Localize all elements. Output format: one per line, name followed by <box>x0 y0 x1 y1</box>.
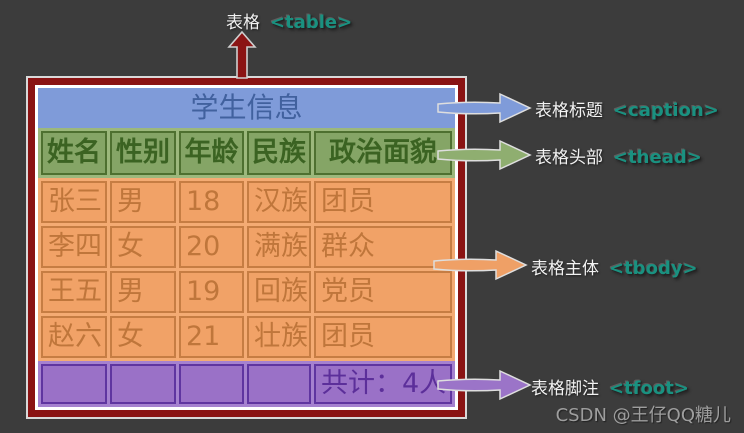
body-cell: 李四 <box>41 226 107 268</box>
body-cell: 19 <box>179 271 244 313</box>
table-up-arrow-icon <box>227 30 257 79</box>
body-cell: 18 <box>179 181 244 223</box>
table-tag-text: <table> <box>270 12 353 33</box>
table-row: 李四 女 20 满族 群众 <box>41 226 452 268</box>
body-cell: 团员 <box>314 316 452 358</box>
body-cell: 张三 <box>41 181 107 223</box>
body-cell: 男 <box>110 181 176 223</box>
table-row: 赵六 女 21 壮族 团员 <box>41 316 452 358</box>
thead-annotation: 表格头部 <thead> <box>535 143 702 168</box>
caption-annotation-text: 表格标题 <box>535 101 603 121</box>
header-cell: 民族 <box>247 131 311 175</box>
tfoot-annotation-text: 表格脚注 <box>531 379 599 399</box>
tbody-arrow-icon <box>433 249 528 281</box>
header-cell: 政治面貌 <box>314 131 452 175</box>
body-cell: 王五 <box>41 271 107 313</box>
body-cell: 党员 <box>314 271 452 313</box>
body-cell: 群众 <box>314 226 452 268</box>
footer-cell <box>110 364 176 404</box>
body-cell: 满族 <box>247 226 311 268</box>
thead-tag-text: <thead> <box>613 147 702 168</box>
tbody-annotation: 表格主体 <tbody> <box>531 254 698 279</box>
table-header-row: 姓名 性别 年龄 民族 政治面貌 <box>41 131 452 175</box>
tbody-tag-text: <tbody> <box>609 258 698 279</box>
body-cell: 女 <box>110 316 176 358</box>
footer-cell <box>41 364 107 404</box>
caption-arrow-icon <box>437 92 532 124</box>
table-row: 张三 男 18 汉族 团员 <box>41 181 452 223</box>
footer-cell <box>247 364 311 404</box>
body-cell: 回族 <box>247 271 311 313</box>
body-cell: 赵六 <box>41 316 107 358</box>
header-cell: 年龄 <box>179 131 244 175</box>
tfoot-arrow-icon <box>437 369 532 401</box>
body-cell: 男 <box>110 271 176 313</box>
body-cell: 20 <box>179 226 244 268</box>
body-cell: 汉族 <box>247 181 311 223</box>
tfoot-annotation: 表格脚注 <tfoot> <box>531 374 689 399</box>
table-foot-section: 共计：4人 <box>38 361 455 407</box>
table-head-section: 姓名 性别 年龄 民族 政治面貌 <box>38 128 455 178</box>
thead-annotation-text: 表格头部 <box>535 148 603 168</box>
caption-tag-text: <caption> <box>613 100 719 121</box>
body-cell: 壮族 <box>247 316 311 358</box>
watermark: CSDN @王仔QQ糖儿 <box>555 405 731 426</box>
table-caption: 学生信息 <box>38 88 455 128</box>
table-annotation-text: 表格 <box>226 13 260 33</box>
footer-cell: 共计：4人 <box>314 364 452 404</box>
caption-annotation: 表格标题 <caption> <box>535 96 719 121</box>
body-cell: 团员 <box>314 181 452 223</box>
table-row: 王五 男 19 回族 党员 <box>41 271 452 313</box>
tbody-annotation-text: 表格主体 <box>531 259 599 279</box>
header-cell: 性别 <box>110 131 176 175</box>
table-diagram: 学生信息 姓名 性别 年龄 民族 政治面貌 张三 男 18 汉族 团员 李四 女… <box>26 76 467 419</box>
table-body-section: 张三 男 18 汉族 团员 李四 女 20 满族 群众 王五 男 19 回族 党… <box>38 178 455 361</box>
table-footer-row: 共计：4人 <box>41 364 452 404</box>
header-cell: 姓名 <box>41 131 107 175</box>
thead-arrow-icon <box>437 139 532 171</box>
table-annotation: 表格 <table> <box>226 8 352 33</box>
body-cell: 女 <box>110 226 176 268</box>
body-cell: 21 <box>179 316 244 358</box>
footer-cell <box>179 364 244 404</box>
tfoot-tag-text: <tfoot> <box>609 378 689 399</box>
